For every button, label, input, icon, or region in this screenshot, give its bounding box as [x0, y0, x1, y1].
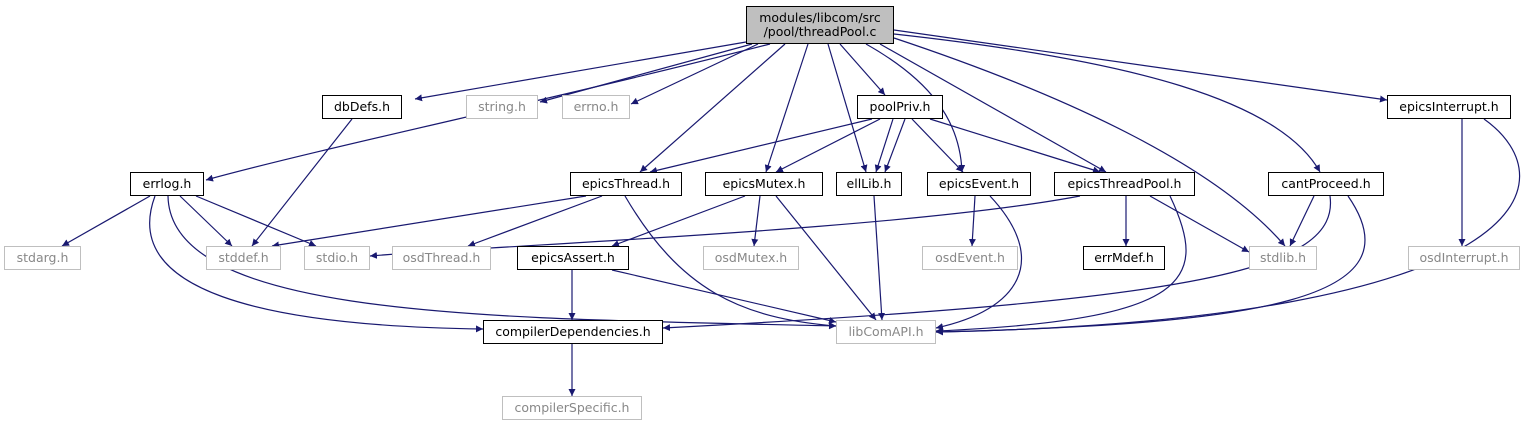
node-dbDefs-h[interactable]: dbDefs.h — [322, 95, 402, 119]
edge-poolPriv-epicsThreadPool — [929, 118, 1101, 174]
edge-epicsInterrupt-libComAPI — [935, 118, 1521, 336]
node-osdEvent-h: osdEvent.h — [922, 246, 1018, 270]
edge-root-errlog — [205, 43, 771, 182]
node-osdMutex-h: osdMutex.h — [703, 246, 799, 270]
edge-errlog-stdarg — [61, 195, 151, 247]
edge-root-epicsThread — [639, 43, 786, 173]
edge-root-epicsInterrupt — [893, 29, 1388, 103]
node-epicsEvent-h[interactable]: epicsEvent.h — [927, 172, 1031, 196]
node-epicsMutex-h[interactable]: epicsMutex.h — [705, 172, 823, 196]
root-label-line2: /pool/threadPool.c — [763, 24, 877, 39]
edge-root-cantProceed — [893, 33, 1321, 173]
edge-dbDefs-stddef — [251, 118, 353, 247]
edge-errlog-stdio — [195, 195, 317, 247]
node-osdInterrupt-h: osdInterrupt.h — [1408, 246, 1520, 270]
edge-root-epicsMutex — [764, 43, 809, 173]
edge-epicsEvent-libComAPI — [935, 195, 1023, 330]
node-errno-h: errno.h — [562, 95, 630, 119]
edge-epicsThread-osdThread — [467, 195, 603, 247]
edge-epicsMutex-libComAPI — [775, 195, 877, 321]
edge-epicsMutex-osdMutex — [751, 195, 761, 247]
node-osdThread-h: osdThread.h — [392, 246, 491, 270]
edge-cantProceed-libComAPI — [935, 195, 1366, 336]
node-compilerDependencies-h[interactable]: compilerDependencies.h — [483, 320, 663, 344]
edge-epicsThread-libComAPI — [624, 195, 837, 329]
edge-errlog-compilerDependencies — [149, 195, 484, 333]
node-string-h: string.h — [466, 95, 538, 119]
node-stdlib-h: stdlib.h — [1249, 246, 1317, 270]
edge-poolPriv-epicsThread — [649, 118, 873, 174]
edge-epicsThreadPool-libComAPI — [935, 195, 1187, 335]
edge-root-errno — [630, 43, 759, 105]
node-stddef-h: stddef.h — [206, 246, 281, 270]
edge-cantProceed-stdlib — [1289, 195, 1315, 247]
node-epicsThread-h[interactable]: epicsThread.h — [570, 172, 682, 196]
node-compilerSpecific-h: compilerSpecific.h — [502, 396, 642, 420]
edge-root-epicsThreadPool — [879, 43, 1107, 173]
edge-errlog-libComAPI — [167, 195, 837, 330]
edge-cantProceed-compilerDependencies — [662, 195, 1332, 332]
edge-root-poolPriv — [839, 43, 886, 96]
node-ellLib-h[interactable]: ellLib.h — [836, 172, 902, 196]
node-stdarg-h: stdarg.h — [4, 246, 81, 270]
edge-ellLib-libComAPI — [873, 195, 886, 321]
edge-root-stdlib — [893, 37, 1286, 247]
edge-poolPriv-epicsEvent — [911, 118, 964, 173]
edge-poolPriv-ellLib2 — [884, 118, 906, 173]
edge-root-dbDefs — [414, 41, 747, 102]
node-root-threadPool-c: modules/libcom/src /pool/threadPool.c — [746, 6, 894, 44]
edge-poolPriv-epicsMutex — [775, 118, 881, 173]
node-poolPriv-h[interactable]: poolPriv.h — [857, 95, 943, 119]
node-epicsThreadPool-h[interactable]: epicsThreadPool.h — [1054, 172, 1195, 196]
edge-epicsThread-stddef — [271, 195, 587, 249]
edge-root-ellLib — [827, 43, 868, 173]
node-epicsInterrupt-h[interactable]: epicsInterrupt.h — [1387, 95, 1511, 119]
node-errlog-h[interactable]: errlog.h — [130, 172, 204, 196]
edge-epicsThreadPool-stdlib — [1149, 195, 1250, 253]
edge-epicsEvent-osdEvent — [968, 195, 976, 247]
edge-epicsAssert-libComAPI — [611, 269, 837, 324]
root-label-line1: modules/libcom/src — [759, 10, 881, 25]
edge-errlog-stddef — [179, 195, 233, 247]
edge-root-string — [539, 43, 753, 104]
edge-epicsMutex-epicsAssert — [611, 195, 746, 247]
node-stdio-h: stdio.h — [304, 246, 370, 270]
node-epicsAssert-h[interactable]: epicsAssert.h — [517, 246, 629, 270]
edge-poolPriv-ellLib — [874, 118, 894, 173]
node-cantProceed-h[interactable]: cantProceed.h — [1268, 172, 1384, 196]
node-errMdef-h[interactable]: errMdef.h — [1083, 246, 1165, 270]
node-libComAPI-h: libComAPI.h — [836, 320, 936, 344]
